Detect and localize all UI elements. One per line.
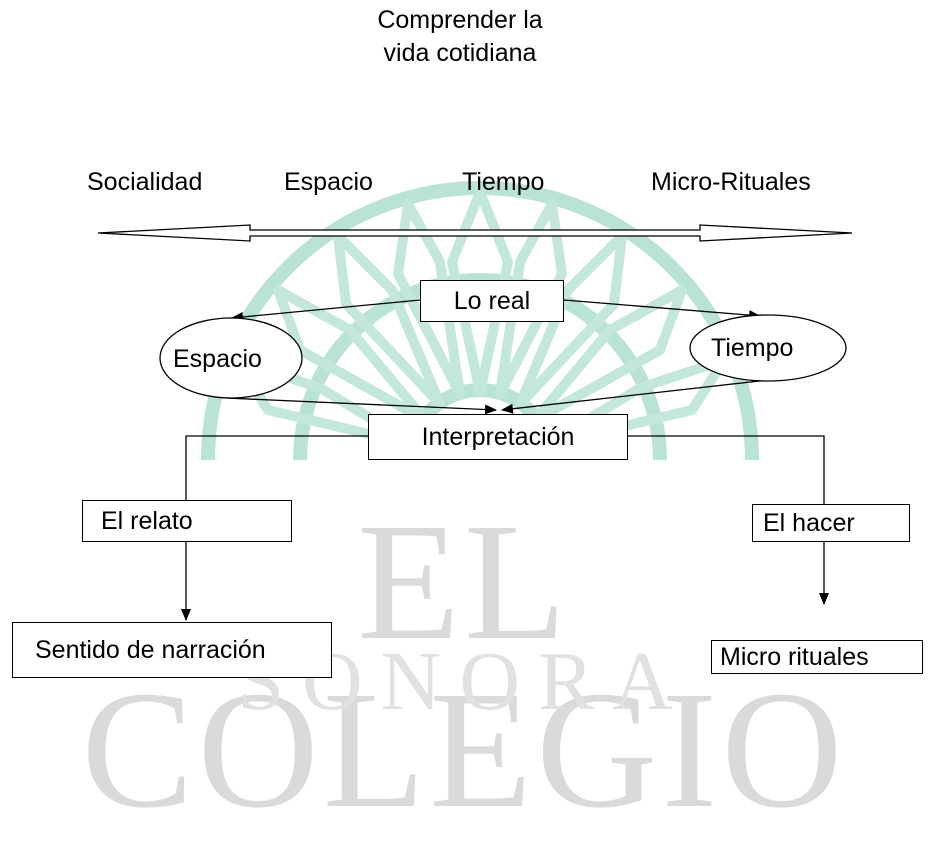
arrow-espacio-interp <box>225 397 497 415</box>
seal-petal <box>447 187 513 397</box>
seal-petal <box>393 199 465 399</box>
title-line-2: vida cotidiana <box>383 39 537 67</box>
ellipse-espacio <box>159 317 303 399</box>
seal-petal <box>333 231 445 409</box>
line-interp-hacer <box>628 435 825 504</box>
node-el-hacer: El hacer <box>752 504 910 542</box>
node-sentido-de-narracion: Sentido de narración <box>12 622 332 678</box>
arrow-loreal-espacio <box>231 299 421 322</box>
title-line-1: Comprender la <box>377 6 543 34</box>
double-arrow-axis <box>97 224 853 242</box>
axis-label-tiempo: Tiempo <box>462 168 545 196</box>
seal-petal <box>515 231 627 409</box>
arrow-loreal-tiempo <box>563 299 761 321</box>
ellipse-tiempo <box>689 314 847 382</box>
node-tiempo: Tiempo <box>711 334 794 362</box>
seal-petal <box>495 199 567 399</box>
axis-label-socialidad: Socialidad <box>87 168 203 196</box>
line-interp-relato <box>185 435 368 500</box>
axis-label-micro-rituales: Micro-Rituales <box>651 168 811 196</box>
node-interpretacion: Interpretación <box>368 414 628 460</box>
diagram-connectors <box>97 224 853 621</box>
node-el-relato: El relato <box>82 500 292 542</box>
diagram-title: Comprender la vida cotidiana <box>280 4 640 70</box>
arrow-tiempo-interp <box>501 379 769 414</box>
node-lo-real: Lo real <box>420 280 564 322</box>
axis-label-espacio: Espacio <box>284 168 373 196</box>
node-espacio: Espacio <box>173 345 262 373</box>
node-micro-rituales: Micro rituales <box>711 640 923 674</box>
